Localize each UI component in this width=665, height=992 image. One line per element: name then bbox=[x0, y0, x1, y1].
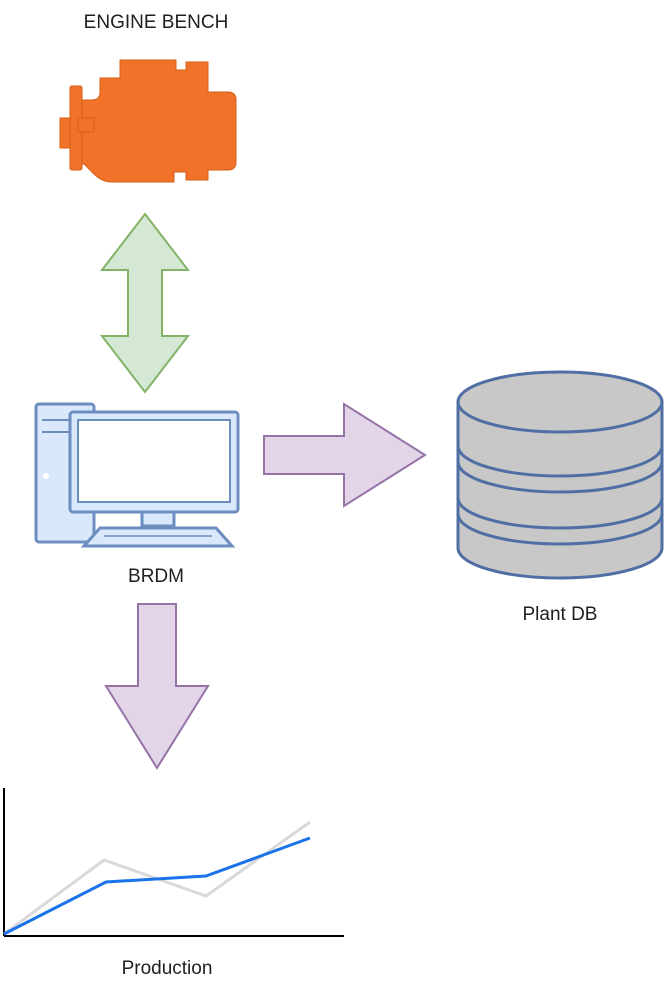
bidirectional-arrow bbox=[99, 212, 191, 394]
database-icon bbox=[456, 370, 664, 580]
line-chart-icon bbox=[3, 788, 344, 937]
desktop-computer-icon bbox=[34, 402, 240, 548]
arrow-to-plant-db bbox=[263, 402, 427, 508]
plant-db-label: Plant DB bbox=[522, 604, 598, 625]
production-label: Production bbox=[121, 958, 213, 979]
engine-icon bbox=[59, 59, 237, 183]
brdm-label: BRDM bbox=[128, 566, 184, 587]
engine-bench-label: ENGINE BENCH bbox=[83, 12, 229, 33]
arrow-to-production bbox=[104, 603, 210, 770]
